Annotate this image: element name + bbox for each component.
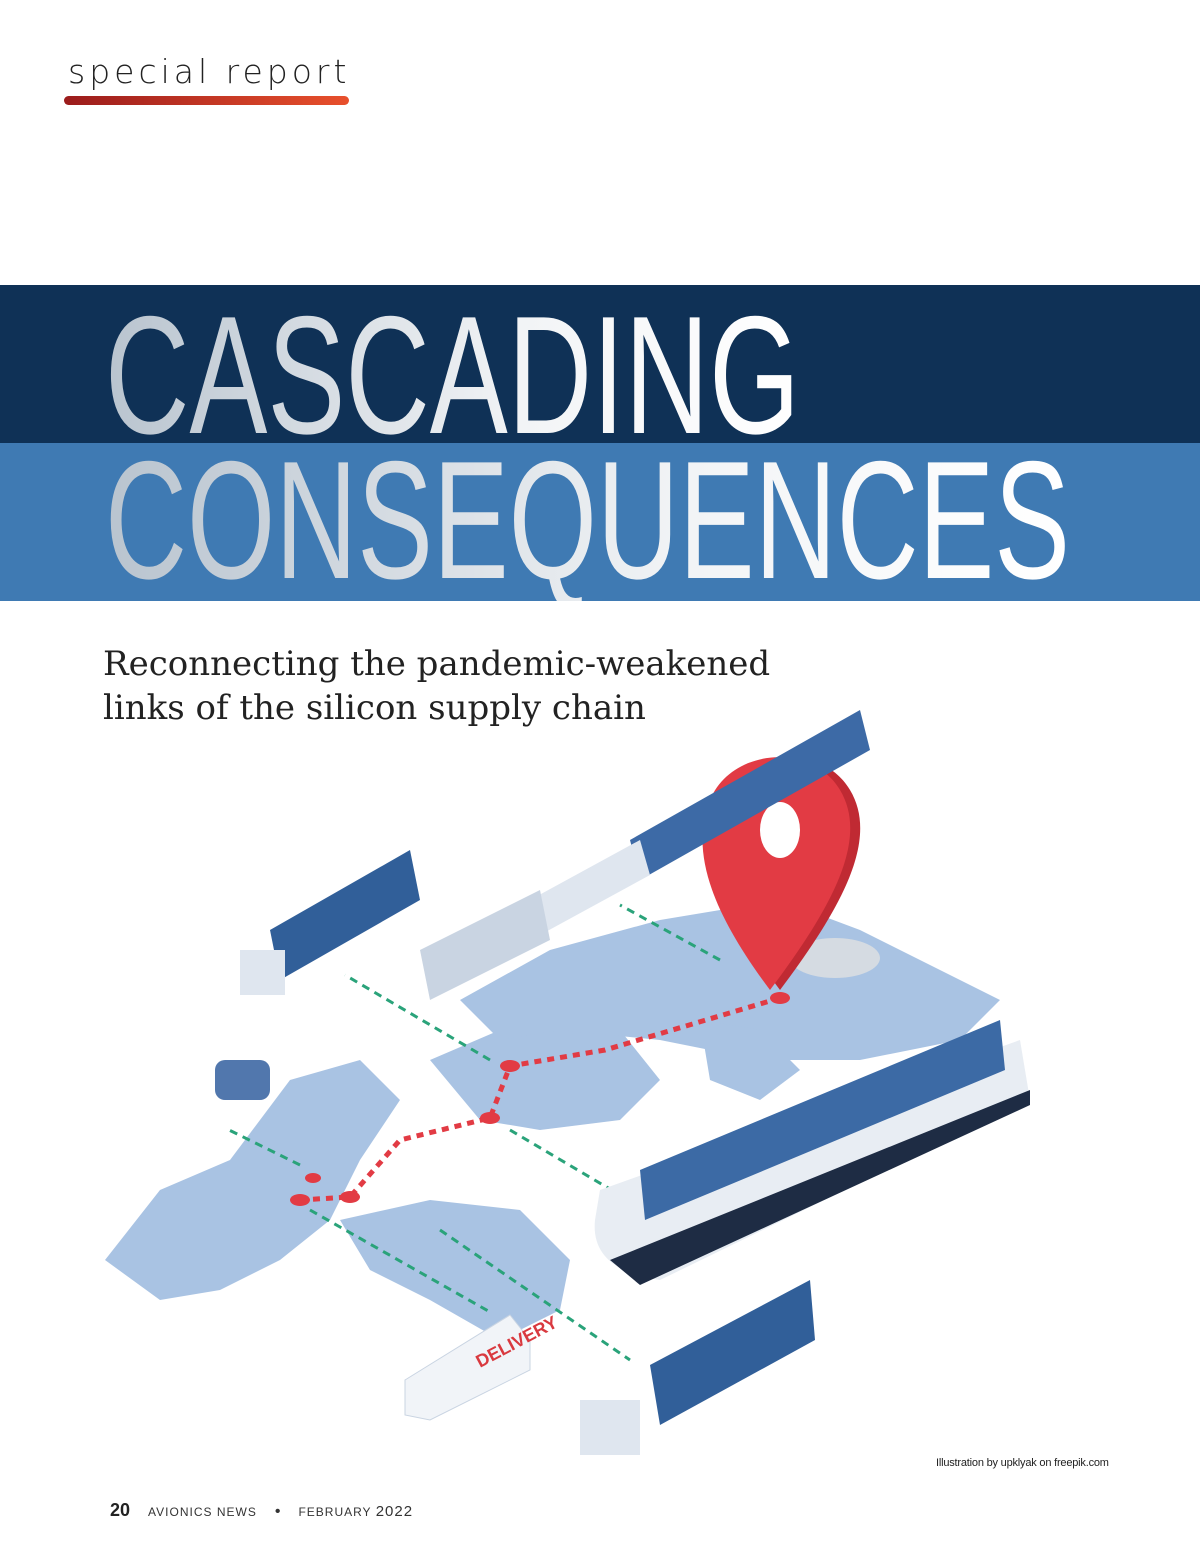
semi-truck (580, 1280, 815, 1455)
route-nodes (290, 992, 790, 1206)
title-band-light (0, 443, 1200, 601)
section-kicker: special report (68, 52, 351, 91)
subtitle-line-2: links of the silicon supply chain (103, 688, 646, 728)
green-routes (224, 903, 721, 1362)
footer-separator: • (274, 1503, 281, 1520)
issue-month: FEBRUARY (298, 1505, 372, 1519)
subtitle-line-1: Reconnecting the pandemic-weakened (103, 644, 771, 684)
illustration-credit: Illustration by upklyak on freepik.com (936, 1457, 1109, 1469)
page-number: 20 (110, 1500, 131, 1520)
kicker-underline (64, 96, 349, 105)
issue-date: FEBRUARY 2022 (298, 1503, 413, 1520)
headline-line-1: CASCADING (105, 285, 800, 469)
publication-name: AVIONICS NEWS (148, 1505, 257, 1519)
scooter (215, 1060, 270, 1100)
issue-year: 2022 (375, 1503, 414, 1520)
red-route (299, 995, 781, 1203)
supply-chain-illustration: DELIVERY (105, 710, 1030, 1455)
cargo-ship (594, 1020, 1030, 1285)
title-band-dark (0, 285, 1200, 443)
headline-banner: CASCADING CONSEQUENCES (0, 285, 1200, 601)
subtitle: Reconnecting the pandemic-weakened links… (103, 642, 770, 730)
freight-train (420, 710, 870, 1000)
world-map (105, 900, 1000, 1340)
headline-line-2: CONSEQUENCES (105, 426, 1070, 601)
truck-top-left (240, 850, 420, 995)
page-footer: 20 AVIONICS NEWS • FEBRUARY 2022 (110, 1500, 413, 1521)
